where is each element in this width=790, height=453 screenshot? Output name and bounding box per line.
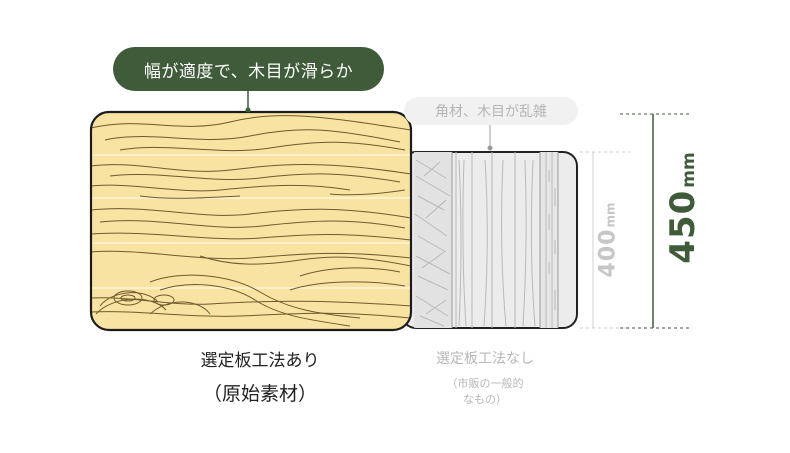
callout-smooth-grain-text: 幅が適度で、木目が滑らか <box>143 61 354 82</box>
label-with-selection-method: 選定板工法あり （原始素材） <box>140 350 380 407</box>
callout-dot-sub <box>487 145 493 151</box>
callout-irregular-grain-text: 角材、木目が乱雑 <box>435 104 547 120</box>
label-without-selection-note1: （市販の一般的 <box>446 377 524 390</box>
label-without-selection-method: 選定板工法なし （市販の一般的 なもの） <box>400 348 570 408</box>
gray-board <box>401 151 578 329</box>
label-without-selection-note2: なもの） <box>463 392 507 406</box>
callout-dot-main <box>245 107 251 113</box>
dimension-450-unit: mm <box>679 152 699 188</box>
dimension-450-value: 450 <box>663 189 703 264</box>
label-with-selection-line1: 選定板工法あり <box>200 351 320 371</box>
main-wood-board <box>89 110 413 332</box>
dimension-450 <box>620 113 690 329</box>
dimension-400-value: 400 <box>595 228 621 278</box>
dimension-400 <box>580 151 630 329</box>
main-board-grain <box>91 115 411 327</box>
gray-board-grain <box>414 152 559 328</box>
label-with-selection-line2: （原始素材） <box>202 383 317 406</box>
callout-smooth-grain: 幅が適度で、木目が滑らか <box>113 47 384 91</box>
dimension-400-unit: mm <box>603 202 618 228</box>
label-without-selection-line1: 選定板工法なし <box>436 351 534 367</box>
callout-irregular-grain: 角材、木目が乱雑 <box>404 97 578 125</box>
